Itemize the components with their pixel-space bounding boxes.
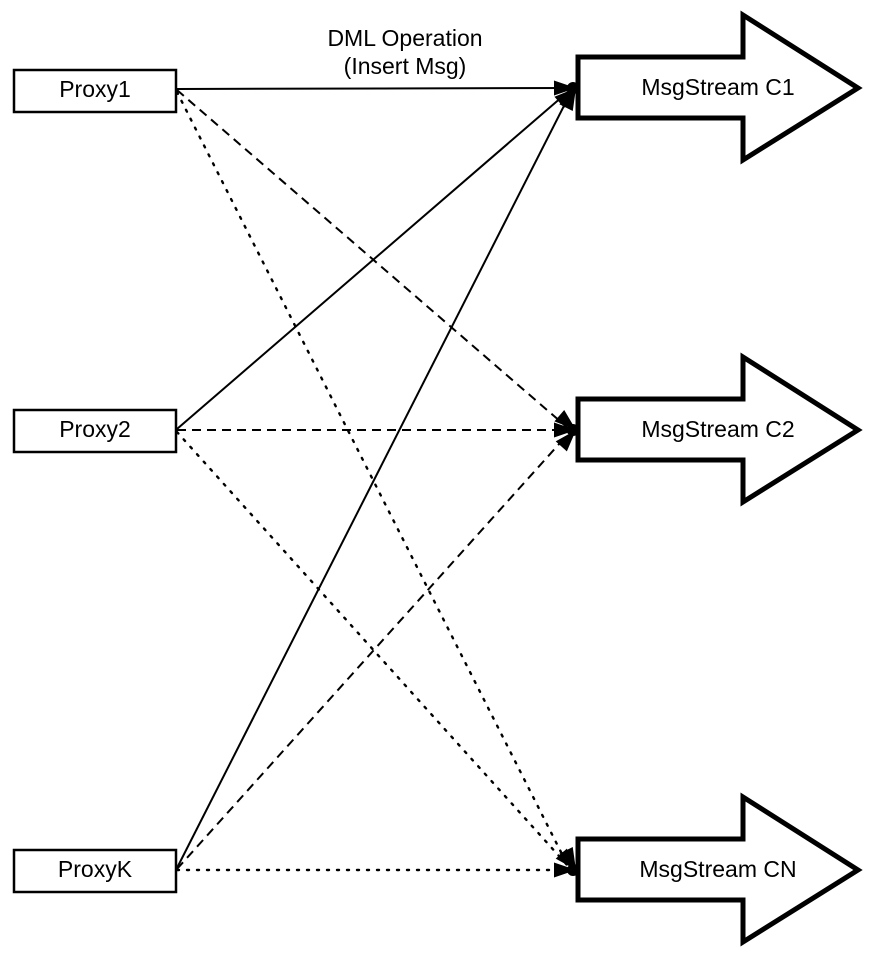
- connection-proxy1-to-msgstream-c1: [176, 87, 571, 90]
- edge-annotation: DML Operation (Insert Msg): [327, 25, 482, 79]
- connection-proxyk-to-msgstream-c1: [176, 91, 572, 869]
- node-msgstream-c1[interactable]: MsgStream C1: [575, 10, 863, 165]
- node-proxy2-label: Proxy2: [59, 416, 131, 442]
- arrowhead-icon-msgstream-cn: [554, 846, 579, 878]
- connection-layer: [175, 87, 572, 872]
- node-msgstream-c2-label: MsgStream C2: [641, 416, 794, 442]
- block-arrow-icon-c1[interactable]: [575, 10, 863, 165]
- node-proxyk[interactable]: ProxyK: [12, 848, 178, 894]
- connection-proxy2-to-msgstream-c1: [176, 89, 571, 430]
- node-msgstream-cn[interactable]: MsgStream CN: [575, 792, 863, 947]
- arrowhead-icon-msgstream-c2: [554, 409, 579, 452]
- msgstream-group: MsgStream C1 MsgStream C2 MsgStream CN: [575, 10, 863, 947]
- edge-annotation-line-1: DML Operation: [327, 25, 482, 51]
- node-proxy1[interactable]: Proxy1: [12, 68, 178, 114]
- node-msgstream-c2[interactable]: MsgStream C2: [575, 352, 863, 507]
- arrowhead-layer: [553, 80, 579, 878]
- node-proxy2-box[interactable]: [12, 408, 178, 454]
- node-proxyk-box[interactable]: [12, 848, 178, 894]
- node-proxyk-label: ProxyK: [58, 856, 133, 882]
- node-proxy2[interactable]: Proxy2: [12, 408, 178, 454]
- connection-proxy2-to-msgstream-cn: [175, 430, 570, 868]
- arrowhead-icon-msgstream-c1: [553, 80, 579, 112]
- edge-annotation-line-2: (Insert Msg): [344, 53, 467, 79]
- node-proxy1-box[interactable]: [12, 68, 178, 114]
- node-msgstream-c1-label: MsgStream C1: [641, 74, 794, 100]
- connection-proxy1-to-msgstream-cn: [175, 90, 570, 868]
- connection-proxyk-to-msgstream-c2: [176, 432, 570, 870]
- node-msgstream-cn-label: MsgStream CN: [639, 856, 796, 882]
- proxy-node-group: Proxy1 Proxy2 ProxyK: [12, 68, 178, 894]
- block-arrow-icon-c2[interactable]: [575, 352, 863, 507]
- block-arrow-icon-cn[interactable]: [575, 792, 863, 947]
- node-proxy1-label: Proxy1: [59, 76, 131, 102]
